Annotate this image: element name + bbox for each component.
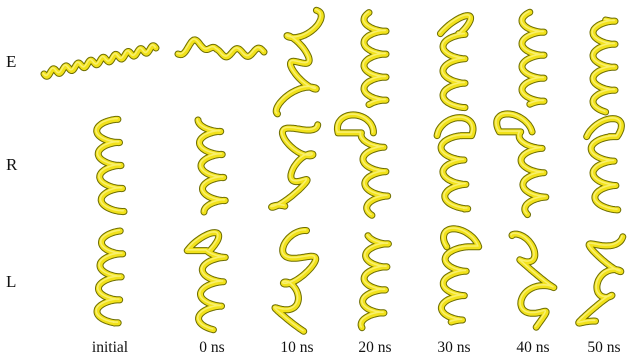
column-label-initial: initial (92, 339, 128, 356)
peptide-R-1 (197, 119, 225, 212)
peptide-structure-grid (43, 10, 623, 332)
row-label-L: L (6, 272, 16, 291)
peptide-L-3 (360, 235, 388, 328)
peptide-L-1 (186, 232, 225, 330)
peptide-E-5 (521, 11, 544, 104)
peptide-E-4 (440, 15, 471, 108)
peptide-R-3 (337, 114, 388, 215)
peptide-R-5 (496, 113, 546, 215)
peptide-L-2 (274, 230, 316, 332)
peptide-E-3 (363, 12, 386, 105)
peptide-R-2 (271, 124, 318, 207)
peptide-L-0 (96, 230, 123, 323)
column-label-20ns: 20 ns (358, 339, 391, 356)
column-label-40ns: 40 ns (516, 339, 549, 356)
column-label-0ns: 0 ns (199, 339, 224, 356)
column-label-10ns: 10 ns (280, 339, 313, 356)
peptide-E-1 (177, 39, 264, 57)
peptide-L-4 (441, 228, 479, 322)
row-label-E: E (6, 52, 16, 71)
column-label-30ns: 30 ns (437, 339, 470, 356)
peptide-E-0 (43, 45, 156, 76)
peptide-R-0 (96, 119, 124, 212)
peptide-E-2 (275, 10, 321, 114)
row-label-R: R (6, 155, 18, 174)
peptide-R-4 (436, 117, 473, 209)
peptide-R-6 (586, 118, 622, 210)
peptide-L-6 (578, 236, 623, 323)
column-label-50ns: 50 ns (587, 339, 620, 356)
peptide-L-5 (511, 233, 554, 327)
peptide-E-6 (592, 19, 615, 112)
